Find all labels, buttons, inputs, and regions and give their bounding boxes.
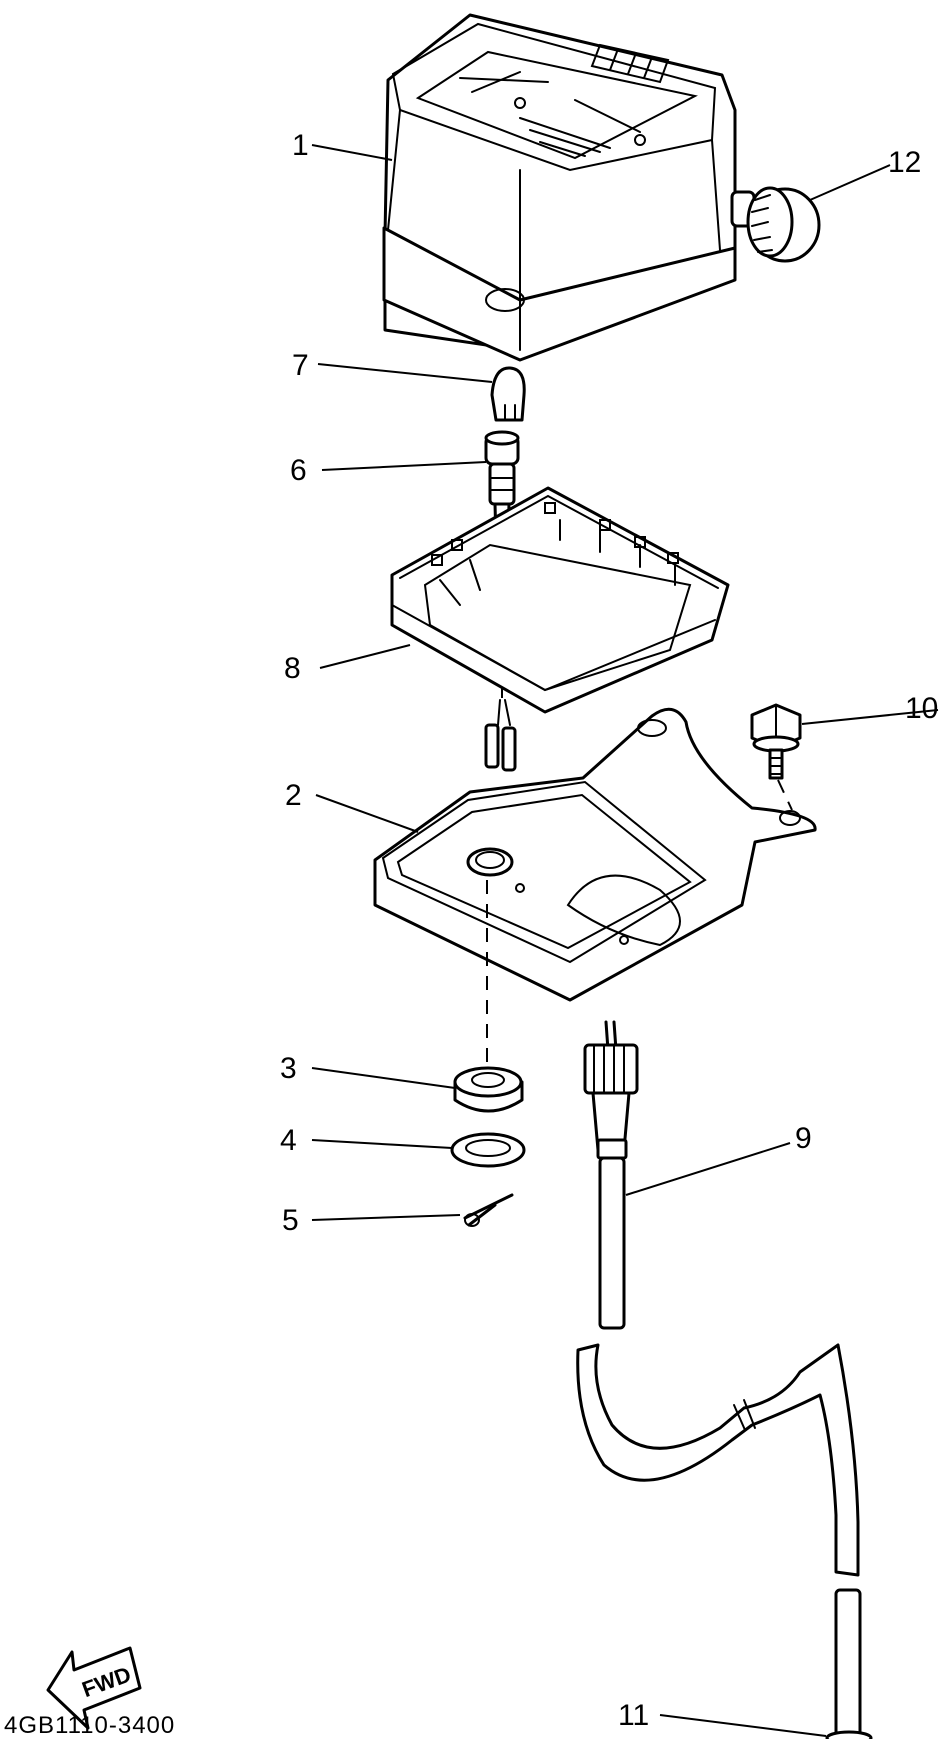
callout-2: 2 (285, 779, 302, 812)
washer (450, 1132, 526, 1168)
callout-7: 7 (292, 349, 309, 382)
callout-10: 10 (905, 692, 938, 725)
trip-reset-knob (730, 186, 821, 263)
callout-1: 1 (292, 129, 309, 162)
callout-8: 8 (284, 652, 301, 685)
callout-numbers: 1 12 7 6 8 10 2 3 4 5 9 11 (280, 129, 938, 1732)
meter-assembly (382, 13, 737, 362)
callout-5: 5 (282, 1204, 299, 1237)
leader-lines (311, 144, 939, 1737)
callout-12: 12 (888, 146, 921, 179)
callout-9: 9 (795, 1122, 812, 1155)
callout-3: 3 (280, 1052, 297, 1085)
forward-direction-arrow: FWD (46, 1646, 142, 1730)
cotter-pin (463, 1193, 514, 1227)
callout-6: 6 (290, 454, 307, 487)
o-ring (825, 1730, 873, 1739)
drawing-code: 4GB1110-3400 (4, 1712, 175, 1739)
speedometer-cable (576, 1020, 862, 1739)
meter-case (390, 486, 730, 714)
meter-bulb (490, 366, 526, 422)
callout-4: 4 (280, 1124, 297, 1157)
grommet (453, 1066, 524, 1113)
bracket-bolt (750, 703, 802, 811)
callout-11: 11 (618, 1699, 649, 1732)
meter-bracket (373, 707, 817, 1002)
